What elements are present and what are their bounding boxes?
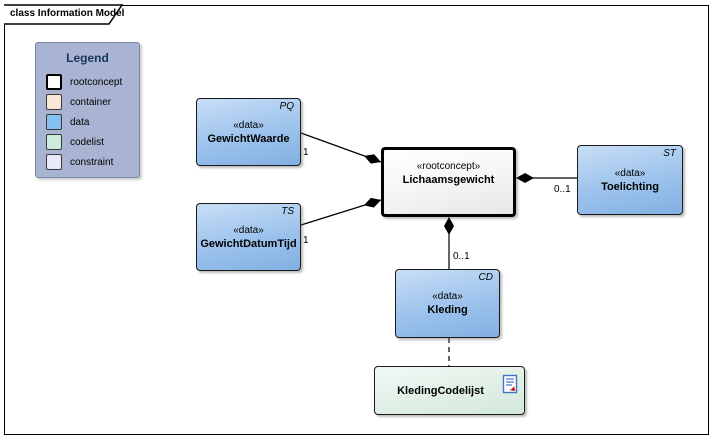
node-stereotype: «data»	[432, 291, 463, 302]
node-stereotype: «data»	[614, 167, 646, 179]
node-gewichtdatumtijd[interactable]: TS «data» GewichtDatumTijd	[196, 203, 301, 271]
type-tag: PQ	[279, 101, 294, 112]
node-name: GewichtWaarde	[207, 132, 290, 145]
legend-item-container: container	[36, 94, 139, 110]
data-swatch	[46, 114, 62, 130]
node-gewichtwaarde[interactable]: PQ «data» GewichtWaarde	[196, 98, 301, 166]
type-tag: TS	[281, 206, 294, 217]
legend-label: rootconcept	[70, 76, 123, 88]
node-stereotype: «data»	[233, 119, 264, 131]
constraint-swatch	[46, 154, 62, 170]
multiplicity-kleding: 0..1	[453, 251, 470, 262]
node-stereotype: «data»	[233, 224, 264, 236]
multiplicity-toelichting: 0..1	[554, 184, 571, 195]
legend-item-constraint: constraint	[36, 154, 139, 170]
node-kleding[interactable]: CD «data» Kleding	[395, 269, 500, 338]
legend-label: constraint	[70, 156, 114, 168]
container-swatch	[46, 94, 62, 110]
node-toelichting[interactable]: ST «data» Toelichting	[577, 145, 683, 215]
node-kledingcodelijst[interactable]: KledingCodelijst	[374, 366, 525, 415]
node-name: Toelichting	[601, 180, 659, 193]
legend-item-data: data	[36, 114, 139, 130]
node-name: Lichaamsgewicht	[402, 173, 495, 186]
diagram-frame	[4, 5, 709, 435]
node-name: KledingCodelijst	[397, 384, 484, 397]
legend-label: codelist	[70, 136, 104, 148]
legend-label: data	[70, 116, 90, 128]
type-tag: ST	[663, 148, 676, 159]
node-lichaamsgewicht[interactable]: «rootconcept» Lichaamsgewicht	[381, 147, 516, 217]
legend-label: container	[70, 96, 112, 108]
legend-item-codelist: codelist	[36, 134, 139, 150]
node-stereotype: «rootconcept»	[416, 160, 481, 172]
legend-item-rootconcept: rootconcept	[36, 74, 139, 90]
node-name: Kleding	[427, 304, 468, 316]
node-name: GewichtDatumTijd	[200, 237, 297, 250]
multiplicity-gewichtwaarde: 1	[303, 147, 309, 158]
multiplicity-gewichtdatumtijd: 1	[303, 235, 309, 246]
type-tag: CD	[478, 272, 493, 283]
legend-title: Legend	[66, 51, 109, 65]
codelist-document-icon	[502, 374, 518, 394]
legend: Legend rootconcept container data codeli…	[35, 42, 140, 178]
legend-items: rootconcept container data codelist cons…	[36, 74, 139, 170]
diagram-frame-title: class Information Model	[10, 8, 125, 19]
codelist-swatch	[46, 134, 62, 150]
rootconcept-swatch	[46, 74, 62, 90]
